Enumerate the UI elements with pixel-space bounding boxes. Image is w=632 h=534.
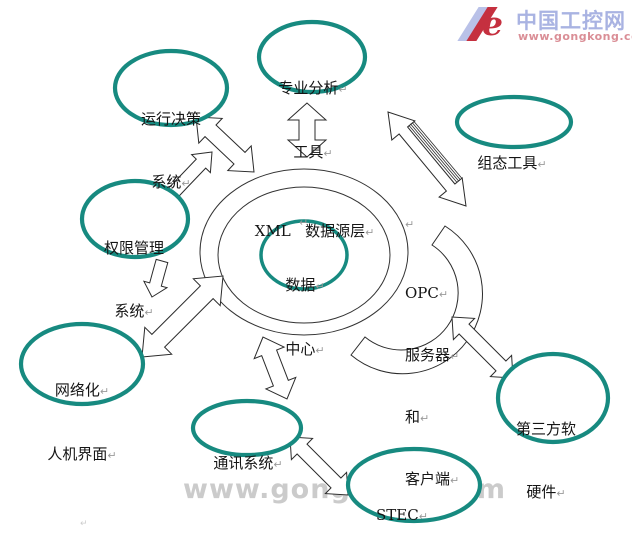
arrow-hatch-lines [408,120,463,183]
arrow-analysis [286,102,328,158]
data-center-ellipse [259,219,349,291]
opc-label: OPC↵ 服务器↵ 和↵ 客户端↵ [405,284,460,488]
return-mark: ↵ [537,158,547,171]
arrow-permission [142,258,169,298]
node-config-ellipse [454,94,574,150]
arrow-hmi [141,275,224,358]
return-mark: ↵ [144,306,154,319]
gongkong-logo: e 中国工控网 www.gongkong.com [456,2,632,50]
node-config-label: 组态工具↵ [477,154,547,172]
node-decision-ellipse [112,48,230,128]
arrow-config [387,111,467,207]
node-hmi-label: 网络化↵ 人机界面↵ [47,381,117,463]
node-analysis-ellipse [256,19,368,95]
return-mark: ↵ [365,226,375,239]
return-mark: ↵ [107,449,117,462]
return-mark: ↵ [420,412,430,425]
node-thirdparty-label: 第三方软 硬件↵ [515,420,577,501]
node-permission-label: 权限管理 系统↵ [103,239,165,320]
return-mark: ↵ [273,458,283,471]
hatch-line [413,120,463,179]
return-mark: ↵ [338,83,348,96]
node-decision-label: 运行决策 系统↵ [140,110,202,191]
return-mark: ↵ [99,385,110,398]
return-mark: ↵ [315,344,325,357]
logo-url: www.gongkong.com [518,30,632,43]
node-stec-ellipse [345,446,483,524]
return-mark: ↵ [80,519,88,529]
xml-ring-label: XML 数据源层↵ [254,222,375,240]
data-center-label: 数据↵ 中心↵ [285,276,325,358]
return-mark: ↵ [323,147,333,160]
return-mark: ↵ [181,177,191,190]
return-mark: ↵ [405,218,415,231]
opc-band-arc [350,225,483,375]
return-mark: ↵ [450,350,460,363]
node-comm-ellipse [190,398,304,458]
arrow-decision [195,116,255,173]
node-comm-label: 通讯系统↵ [213,454,283,472]
return-mark: ↵ [450,474,460,487]
node-ellipses [18,19,611,524]
return-mark: ↵ [315,280,325,293]
logo-e-mark: e [482,4,503,43]
hatch-line [410,123,459,182]
arrow-stec [289,436,349,496]
return-mark: ↵ [418,510,428,523]
node-stec-label: STEC↵ 系列控制器↵ [376,506,428,524]
logo-title: 中国工控网 [516,9,626,33]
return-mark: ↵ [438,288,449,301]
hatch-line [411,122,461,180]
return-mark: ↵ [299,216,309,229]
connector-arrows [141,102,514,496]
node-permission-ellipse [79,178,191,260]
node-thirdparty-ellipse [495,351,611,445]
node-hmi-ellipse [18,321,146,407]
return-mark: ↵ [556,487,566,500]
node-analysis-label: 专业分析↵ 工具↵ [278,79,348,161]
hatch-line [408,124,458,183]
arrow-comm [253,336,297,400]
